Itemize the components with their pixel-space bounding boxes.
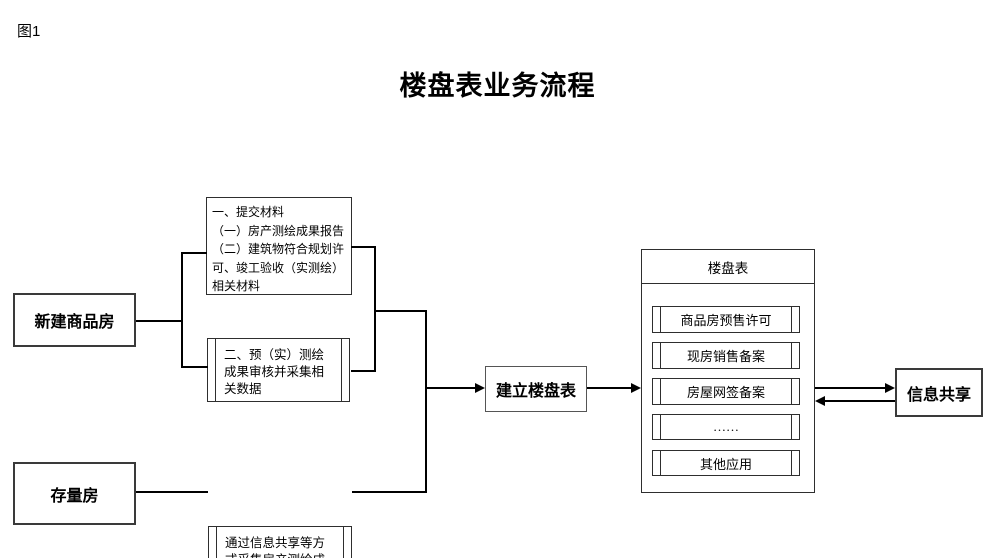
node-info-share: 信息共享 bbox=[895, 368, 983, 417]
node-create-building-table: 建立楼盘表 bbox=[485, 366, 587, 412]
arrowhead-into-info-share bbox=[885, 383, 895, 393]
building-table-container: 楼盘表 商品房预售许可 现房销售备案 房屋网签备案 …… 其他应用 bbox=[641, 249, 815, 493]
item-label: 商品房预售许可 bbox=[680, 313, 772, 328]
connector-merge-to-collector bbox=[374, 310, 427, 312]
node-info-share-label: 信息共享 bbox=[906, 386, 971, 404]
diagram-title: 楼盘表业务流程 bbox=[399, 71, 596, 101]
item-label: …… bbox=[713, 419, 739, 434]
node-new-commodity-housing-label: 新建商品房 bbox=[34, 314, 115, 331]
item-label: 其他应用 bbox=[699, 456, 752, 472]
building-table-item-presale-permit: 商品房预售许可 bbox=[652, 306, 800, 333]
connector-branch-vertical-left bbox=[181, 252, 183, 368]
building-table-item-ellipsis: …… bbox=[652, 414, 800, 440]
connector-merge-vertical bbox=[374, 246, 376, 372]
connector-branch-to-materials bbox=[181, 252, 207, 254]
connector-collector-vertical bbox=[425, 310, 427, 493]
connector-existing-to-sharecollect bbox=[136, 491, 208, 493]
node-existing-housing-label: 存量房 bbox=[50, 487, 99, 505]
connector-newhousing-to-branch bbox=[136, 320, 182, 322]
node-existing-housing: 存量房 bbox=[13, 462, 136, 525]
connector-survey-out bbox=[351, 370, 376, 372]
connector-sharecollect-to-collector bbox=[352, 491, 427, 493]
building-table-title: 楼盘表 bbox=[707, 260, 749, 276]
arrowhead-into-container bbox=[631, 383, 641, 393]
node-new-commodity-housing: 新建商品房 bbox=[13, 293, 136, 347]
building-table-item-existing-sale-record: 现房销售备案 bbox=[652, 342, 800, 369]
building-table-header: 楼盘表 bbox=[642, 250, 814, 284]
building-table-item-other-apps: 其他应用 bbox=[652, 450, 800, 476]
connector-collector-to-create bbox=[425, 387, 477, 389]
connector-infoshare-to-container bbox=[823, 400, 895, 402]
building-table-item-online-sign-record: 房屋网签备案 bbox=[652, 378, 800, 405]
node-survey-review: 二、预（实）测绘 成果审核并采集相 关数据 bbox=[207, 338, 350, 402]
connector-branch-to-survey bbox=[181, 366, 208, 368]
item-label: 房屋网签备案 bbox=[686, 385, 765, 400]
node-create-building-table-label: 建立楼盘表 bbox=[495, 383, 576, 400]
item-label: 现房销售备案 bbox=[686, 349, 765, 364]
node-share-collect: 通过信息共享等方 式采集房产测绘成 果相关数据 bbox=[208, 526, 352, 558]
figure-label: 图1 bbox=[17, 23, 41, 40]
arrowhead-into-create-table bbox=[475, 383, 485, 393]
node-submit-materials: 一、提交材料 （一）房产测绘成果报告 （二）建筑物符合规划许 可、竣工验收（实测… bbox=[206, 197, 352, 295]
connector-materials-out bbox=[351, 246, 376, 248]
connector-create-to-container bbox=[587, 387, 632, 389]
arrowhead-back-into-container bbox=[815, 396, 825, 406]
connector-container-to-infoshare bbox=[815, 387, 887, 389]
